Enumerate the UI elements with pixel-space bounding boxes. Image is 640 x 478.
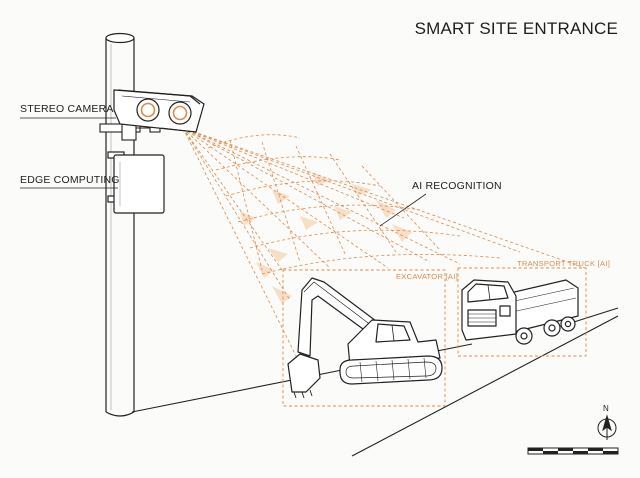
excavator: [287, 277, 443, 399]
edge-computing-label: EDGE COMPUTING: [20, 174, 120, 186]
north-label: N: [603, 404, 609, 413]
stereo-camera: [113, 89, 205, 133]
north-arrow: [597, 414, 617, 440]
transport-truck: [461, 279, 579, 345]
excavator-detection-tag: EXCAVATOR [AI]: [396, 272, 458, 281]
camera-fov: [182, 127, 586, 369]
stereo-camera-label: STEREO CAMERA: [20, 103, 114, 115]
truck-bounding-box: [457, 267, 587, 357]
page-title: SMART SITE ENTRANCE: [414, 19, 618, 38]
callout-lines: [20, 117, 427, 227]
truck-detection-tag: TRANSPORT TRUCK [AI]: [517, 259, 611, 268]
edge-computing-box: [107, 151, 165, 214]
ai-recognition-label: AI RECOGNITION: [412, 180, 502, 192]
excavator-bounding-box: [282, 269, 446, 407]
scale-bar: [527, 447, 619, 455]
